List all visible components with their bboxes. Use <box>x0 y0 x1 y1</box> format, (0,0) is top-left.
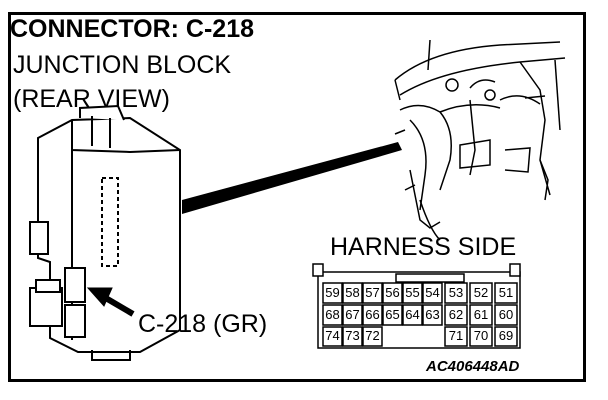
connector-callout-label: C-218 (GR) <box>138 310 268 338</box>
pin-58: 58 <box>345 285 360 300</box>
pin-72: 72 <box>365 328 380 343</box>
pin-64: 64 <box>405 307 420 322</box>
pin-73: 73 <box>345 328 360 343</box>
pin-55: 55 <box>405 285 420 300</box>
pin-74: 74 <box>325 328 340 343</box>
junction-block-illustration <box>29 104 181 361</box>
pin-65: 65 <box>385 307 400 322</box>
connector-arrow <box>86 287 135 317</box>
pin-53: 53 <box>448 285 464 300</box>
location-leader <box>182 142 402 214</box>
vehicle-location-sketch <box>394 39 566 241</box>
pin-63: 63 <box>425 307 440 322</box>
pin-57: 57 <box>365 285 380 300</box>
pin-59: 59 <box>325 285 340 300</box>
diagram-title: CONNECTOR: C-218 <box>10 15 255 43</box>
pin-62: 62 <box>448 307 464 322</box>
connector-face <box>312 263 521 349</box>
pin-61: 61 <box>473 307 489 322</box>
pin-56: 56 <box>385 285 400 300</box>
pin-52: 52 <box>473 285 489 300</box>
pin-60: 60 <box>498 307 514 322</box>
pin-67: 67 <box>345 307 360 322</box>
subtitle-junction-block: JUNCTION BLOCK <box>13 51 232 79</box>
harness-side-label: HARNESS SIDE <box>330 233 517 261</box>
pin-69: 69 <box>498 328 514 343</box>
pin-51: 51 <box>498 285 514 300</box>
pin-54: 54 <box>425 285 440 300</box>
pin-71: 71 <box>448 328 464 343</box>
figure-id: AC406448AD <box>426 358 520 375</box>
pin-66: 66 <box>365 307 380 322</box>
pin-70: 70 <box>473 328 489 343</box>
pin-68: 68 <box>325 307 340 322</box>
